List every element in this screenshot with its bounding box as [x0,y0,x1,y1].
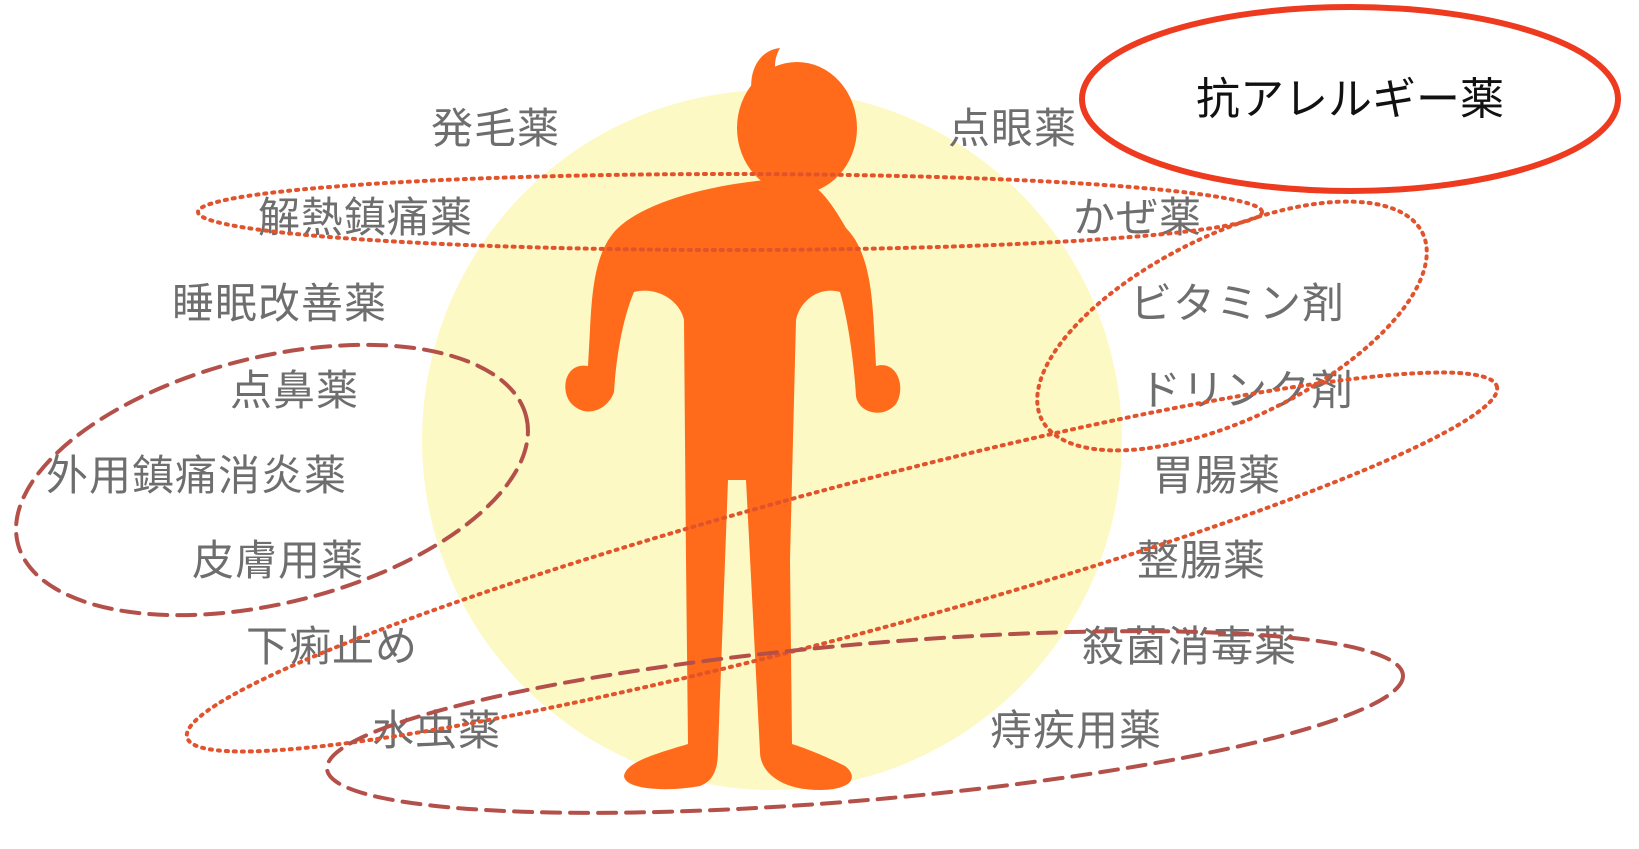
label-sakkin: 殺菌消毒薬 [1082,622,1297,671]
label-ichou: 胃腸薬 [1152,451,1281,500]
label-genetsu: 解熱鎮痛薬 [258,193,473,242]
figure-body [565,178,901,790]
label-geri: 下痢止め [246,622,418,671]
dashed-outline-left [14,342,530,618]
dotted-outline-top [196,172,1264,252]
dashed-outline-bottom [325,629,1405,815]
figure-head [737,62,857,194]
callout-label: 抗アレルギー薬 [1196,74,1504,125]
label-jishitsu: 痔疾用薬 [990,706,1162,755]
label-vitamin: ビタミン剤 [1130,279,1345,328]
label-tengan: 点眼薬 [948,104,1077,153]
callout-outline [1079,4,1621,194]
label-gaiyou: 外用鎮痛消炎薬 [46,451,347,500]
human-figure [565,48,901,790]
callout: 抗アレルギー薬 [1079,4,1621,194]
label-drink: ドリンク剤 [1139,366,1354,415]
figure-hair-tuft [751,48,784,95]
label-hifu: 皮膚用薬 [192,536,364,585]
label-hatsumo: 発毛薬 [431,104,560,153]
label-tenbi: 点鼻薬 [230,366,359,415]
label-suimin: 睡眠改善薬 [172,279,387,328]
dotted-outline-diagonal [184,370,1500,754]
dotted-outline-right [1035,199,1429,453]
label-seichou: 整腸薬 [1137,536,1266,585]
